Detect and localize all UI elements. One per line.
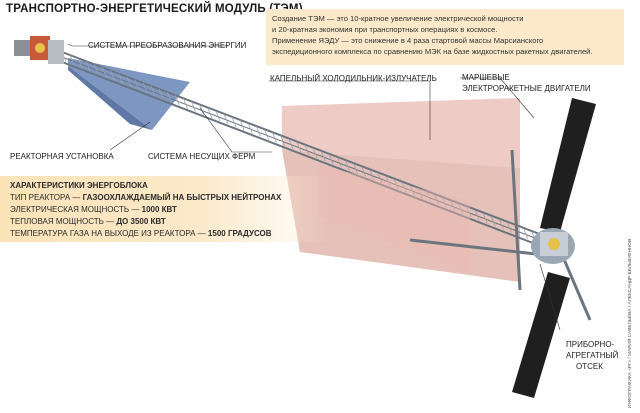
label-droplet-radiator: Капельный холодильник-излучатель	[270, 74, 437, 83]
truss-segment	[296, 141, 302, 153]
radiator-lower	[282, 150, 520, 282]
info-note-box	[266, 9, 624, 65]
truss-segment	[507, 222, 512, 233]
side-boom-left	[409, 238, 537, 256]
truss-segment	[150, 85, 156, 97]
truss-segment	[320, 151, 326, 162]
truss-segment	[166, 92, 172, 103]
note-line-4: экспедиционного комплекса по сравнению М…	[272, 47, 593, 56]
spec-reactor-type: Тип реактора — газоохлаждаемый на быстры…	[10, 193, 282, 202]
truss-segment	[231, 116, 237, 128]
label-instrument-line-1: Приборно-	[566, 340, 615, 349]
truss-segment	[442, 197, 448, 208]
reactor-unit	[14, 36, 64, 64]
truss-segment	[77, 58, 83, 69]
truss-segment	[337, 157, 342, 168]
truss-segment	[247, 123, 253, 134]
truss-segment	[272, 132, 277, 143]
truss-segment	[409, 185, 415, 196]
truss-segment	[126, 76, 132, 87]
truss-segment	[523, 228, 529, 239]
truss-segment	[458, 203, 464, 215]
label-instrument-line-3: отсек	[576, 362, 603, 371]
truss-segment	[490, 216, 496, 227]
truss-segment	[264, 129, 269, 140]
specs-heading: Характеристики энергоблока	[10, 181, 148, 190]
truss-segment	[377, 172, 383, 184]
side-boom-right	[558, 249, 592, 321]
spec-thermal-power: Тепловая мощность — до 3500 кВт	[10, 217, 166, 226]
label-thrusters-line-1: Маршевые	[462, 73, 510, 82]
truss-segment	[102, 67, 107, 78]
label-truss: Система несущих ферм	[148, 152, 256, 161]
spec-gas-temperature: Температура газа на выходе из реактора —…	[10, 229, 272, 238]
truss-segment	[369, 169, 375, 180]
truss-segment	[69, 54, 75, 66]
truss-segment	[280, 135, 286, 146]
note-line-1: Создание ТЭМ — это 10-кратное увеличение…	[272, 14, 524, 23]
radiator-front	[318, 165, 470, 272]
leader-lines	[67, 43, 561, 331]
truss-segment	[239, 120, 245, 131]
truss-segment	[385, 175, 391, 187]
label-thrusters-line-2: электроракетные двигатели	[462, 84, 591, 93]
vertical-mast	[510, 149, 522, 291]
label-reactor: Реакторная установка	[10, 152, 114, 161]
truss-segment	[353, 163, 358, 174]
truss-segment	[175, 95, 180, 106]
label-energy-conversion: Система преобразования энергии	[88, 41, 247, 50]
truss-segment	[85, 61, 91, 72]
truss-segment	[118, 73, 124, 84]
truss-segment	[312, 147, 318, 159]
truss-segment	[499, 219, 504, 230]
truss-segment	[361, 166, 367, 177]
truss-segment	[450, 200, 456, 211]
truss-segment	[288, 138, 294, 149]
truss-segment	[215, 110, 221, 122]
radiator-upper	[282, 98, 520, 168]
truss-segment	[401, 182, 407, 193]
truss-segment	[474, 209, 480, 221]
note-line-2: и 20-кратная экономия при транспортных о…	[272, 25, 498, 34]
instrument-module	[531, 228, 575, 264]
truss-segment	[207, 107, 213, 118]
truss-segment	[94, 64, 99, 75]
truss-segment	[110, 70, 115, 81]
truss-segment	[199, 104, 205, 115]
truss-segment	[304, 144, 310, 156]
thruster-panel-lower	[512, 272, 570, 398]
specs-panel	[0, 176, 330, 242]
truss-segment	[466, 206, 472, 218]
credit-line: Инфографика «РГ» / Мария Савельева / Але…	[628, 238, 633, 408]
label-instrument-line-2: агрегатный	[566, 351, 619, 360]
truss-segment	[191, 101, 196, 112]
thruster-panel-upper	[540, 98, 596, 232]
note-line-3: Применение ЯЭДУ — это снижение в 4 раза …	[272, 36, 544, 45]
truss-segment	[223, 113, 229, 125]
truss-segment	[418, 188, 423, 199]
truss-segment	[426, 191, 431, 202]
shield-cone-shadow	[68, 66, 152, 130]
spec-electric-power: Электрическая мощность — 1000 кВт	[10, 205, 177, 214]
truss-segment	[328, 154, 334, 165]
truss-segment	[134, 79, 140, 91]
truss-segment	[158, 89, 164, 100]
truss-segment	[434, 194, 439, 205]
truss-segment	[256, 126, 261, 137]
truss-segment	[345, 160, 350, 171]
truss-segment	[183, 98, 188, 109]
page-title: ТРАНСПОРТНО-ЭНЕРГЕТИЧЕСКИЙ МОДУЛЬ (ТЭМ)	[6, 3, 303, 15]
truss-segment	[482, 213, 488, 224]
truss-segment	[393, 178, 399, 190]
truss-segment	[142, 82, 148, 94]
